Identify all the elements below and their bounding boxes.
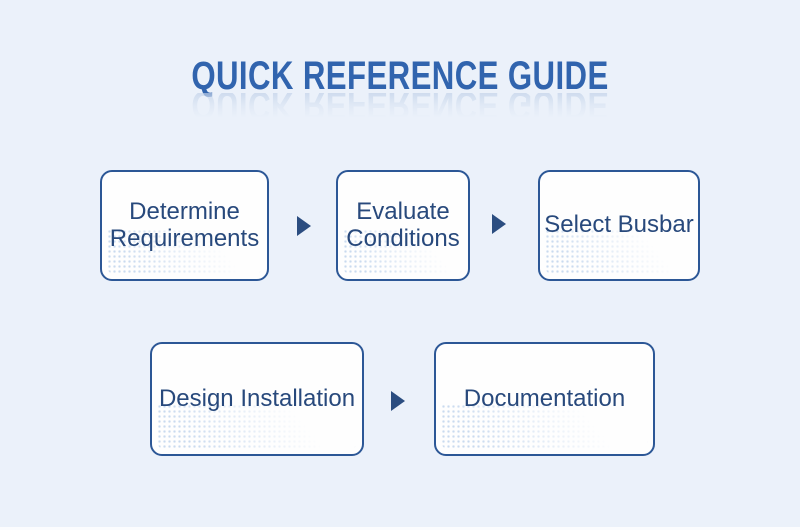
halftone-dots-decoration [441, 404, 648, 450]
halftone-dots-decoration [107, 229, 262, 275]
flow-step-label: Select Busbar [544, 211, 694, 239]
flow-step-determine-requirements: Determine Requirements [100, 170, 269, 281]
flow-step-design-installation: Design Installation [150, 342, 364, 456]
flow-step-label: Documentation [463, 384, 626, 412]
arrow-right-icon [391, 391, 405, 411]
arrow-right-icon [297, 216, 311, 236]
flow-step-documentation: Documentation [434, 342, 655, 456]
flow-step-label: Evaluate Conditions [346, 198, 460, 252]
bottom-edge-strip [0, 527, 800, 530]
flow-step-label: Determine Requirements [109, 198, 260, 252]
flow-step-evaluate-conditions: Evaluate Conditions [336, 170, 470, 281]
halftone-dots-decoration [343, 229, 463, 275]
halftone-dots-decoration [545, 229, 693, 275]
halftone-dots-decoration [157, 404, 357, 450]
page-title: QUICK REFERENCE GUIDE [191, 54, 609, 98]
arrow-right-icon [492, 214, 506, 234]
flow-step-select-busbar: Select Busbar [538, 170, 700, 281]
flow-step-label: Design Installation [158, 384, 356, 412]
